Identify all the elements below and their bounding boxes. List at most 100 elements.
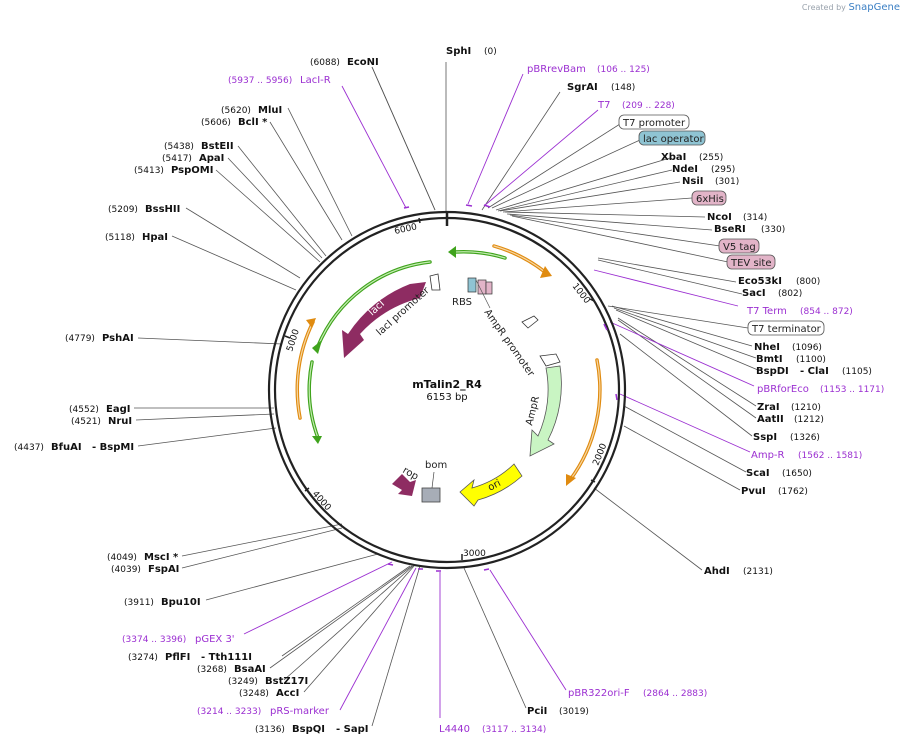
primer-L4440: L4440: [439, 724, 470, 735]
primer-T7-Term: T7 Term: [746, 306, 787, 317]
credit-prefix: Created by: [801, 3, 846, 12]
site-BclI: BclI *: [238, 117, 268, 128]
svg-text:(1762): (1762): [778, 487, 808, 497]
site-BseRI: BseRI: [714, 224, 746, 235]
site-BstEII: BstEII: [201, 141, 234, 152]
svg-text:(3249): (3249): [228, 677, 258, 687]
svg-text:(2864 .. 2883): (2864 .. 2883): [643, 689, 707, 699]
site-PspOMI: PspOMI: [171, 165, 213, 176]
svg-text:(5209): (5209): [108, 205, 138, 215]
svg-text:(5606): (5606): [201, 118, 231, 128]
svg-text:(148): (148): [611, 83, 635, 93]
svg-text:(3136): (3136): [255, 725, 285, 735]
site-ScaI: ScaI: [746, 468, 770, 479]
svg-text:(314): (314): [743, 213, 767, 223]
site-MscI: MscI *: [144, 552, 179, 563]
svg-text:(1105): (1105): [842, 367, 872, 377]
bom-box: [421, 487, 441, 503]
svg-text:(330): (330): [761, 225, 785, 235]
site-HpaI: HpaI: [142, 232, 168, 243]
site-BspQI: BspQI: [292, 724, 325, 735]
svg-text:(1210): (1210): [791, 403, 821, 413]
leader-lines: [134, 62, 759, 727]
site-PvuI: PvuI: [741, 486, 766, 497]
plasmid-name: mTalin2_R4: [412, 378, 482, 391]
svg-text:(5937 .. 5956): (5937 .. 5956): [228, 76, 292, 86]
site-NsiI: NsiI: [682, 176, 703, 187]
site-SacI: SacI: [742, 288, 766, 299]
primer-leaders: [243, 73, 755, 718]
site-PshAI: PshAI: [102, 333, 134, 344]
svg-text:(3911): (3911): [124, 598, 154, 608]
svg-text:(106 .. 125): (106 .. 125): [597, 65, 650, 75]
boxed-v5-tag: V5 tag: [723, 242, 756, 253]
svg-text:(4779): (4779): [65, 334, 95, 344]
feature-shapes: [342, 273, 562, 507]
primer-pBRforEco: pBRforEco: [757, 384, 809, 395]
sites-right: SphI (0) SgrAI (148) XbaI (255) NdeI (29…: [446, 46, 872, 717]
site-BmtI: BmtI: [756, 354, 783, 365]
site-SphI: SphI: [446, 46, 471, 57]
backbone: [267, 210, 627, 570]
site-Bpu10I: Bpu10I: [161, 597, 201, 608]
primer-marks: [387, 204, 618, 572]
svg-text:(3019): (3019): [559, 707, 589, 717]
svg-text:(255): (255): [699, 153, 723, 163]
ampr-promoter-arrow: [521, 315, 539, 329]
svg-text:(5413): (5413): [134, 166, 164, 176]
site-BstZ17I: BstZ17I: [265, 676, 308, 687]
site-BsaAI: BsaAI: [234, 664, 266, 675]
svg-text:(1212): (1212): [794, 415, 824, 425]
rop-arrow: [392, 474, 416, 496]
site-EcoNI: EcoNI: [347, 57, 379, 68]
site-FspAI: FspAI: [148, 564, 179, 575]
svg-text:(301): (301): [715, 177, 739, 187]
primers: pBRrevBam (106 .. 125) T7 (209 .. 228) T…: [122, 64, 884, 735]
svg-text:(4552): (4552): [69, 405, 99, 415]
v5-tag-box: [485, 281, 493, 295]
boxed-tev-site: TEV site: [730, 258, 772, 269]
sites-left: (3136) BspQI - SapI (3248) AccI (3249) B…: [14, 57, 379, 735]
feature-label-AmpR-promoter: AmpR promoter: [482, 307, 537, 379]
svg-text:(1096): (1096): [792, 343, 822, 353]
site-SspI: SspI: [753, 432, 777, 443]
tick-label-3000: 3000: [463, 549, 486, 559]
svg-text:(295): (295): [711, 165, 735, 175]
svg-text:(802): (802): [778, 289, 802, 299]
primer-pBRrevBam: pBRrevBam: [527, 64, 586, 75]
svg-text:(5620): (5620): [221, 106, 251, 116]
tick-label-6000: 6000: [394, 222, 419, 237]
svg-text:(3268): (3268): [197, 665, 227, 675]
site-BspDI: BspDI: [756, 366, 789, 377]
site-AhdI: AhdI: [704, 566, 730, 577]
feature-label-AmpR: AmpR: [524, 395, 542, 427]
lac-operator-box: [467, 277, 477, 293]
svg-text:(5438): (5438): [164, 142, 194, 152]
site-EagI: EagI: [106, 404, 130, 415]
snapgene-credit: Created by SnapGene: [802, 2, 900, 13]
site-AatII: AatII: [757, 414, 784, 425]
primer-LacI-R: LacI-R: [300, 75, 331, 86]
tick-marks: [284, 217, 596, 560]
svg-text:(3274): (3274): [128, 653, 158, 663]
site-BspMI: - BspMI: [92, 442, 134, 453]
feature-label-bom: bom: [425, 460, 447, 471]
svg-text:(3214 .. 3233): (3214 .. 3233): [197, 707, 261, 717]
plasmid-size: 6153 bp: [426, 392, 467, 403]
site-SgrAI: SgrAI: [567, 82, 598, 93]
site-Tth111I: - Tth111I: [201, 652, 252, 663]
boxed-6xhis: 6xHis: [696, 194, 724, 205]
site-ClaI: - ClaI: [800, 366, 829, 377]
svg-text:(0): (0): [484, 47, 497, 57]
site-BssHII: BssHII: [145, 204, 180, 215]
site-NdeI: NdeI: [672, 164, 698, 175]
svg-text:(6088): (6088): [310, 58, 340, 68]
orf-arrowheads: [306, 246, 576, 486]
svg-text:(3374 .. 3396): (3374 .. 3396): [122, 635, 186, 645]
site-NruI: NruI: [108, 416, 132, 427]
ori-arrow: [459, 463, 523, 507]
site-NheI: NheI: [754, 342, 780, 353]
svg-text:(5417): (5417): [162, 154, 192, 164]
site-AccI: AccI: [276, 688, 299, 699]
site-MluI: MluI: [258, 105, 282, 116]
